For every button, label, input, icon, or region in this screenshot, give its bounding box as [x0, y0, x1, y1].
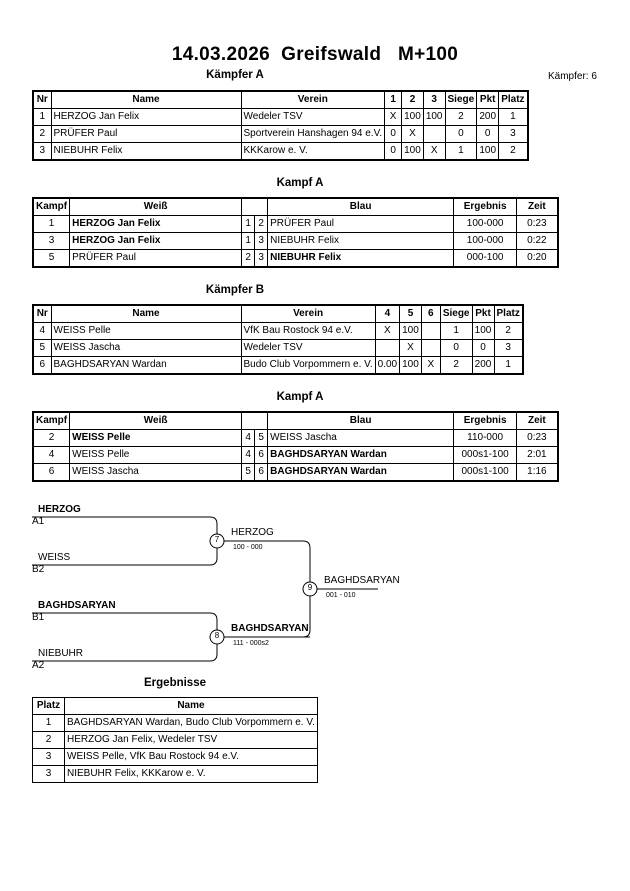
cell: 0 [476, 125, 500, 143]
table-row: 5 WEISS Jascha Wedeler TSV X 0 0 3 [32, 339, 524, 357]
match-7-winner: HERZOG [231, 527, 274, 538]
cell: 2:01 [516, 446, 559, 464]
match-8-number: 8 [214, 631, 220, 640]
cell: NIEBUHR Felix [50, 142, 242, 161]
table-header-row: Platz Name [32, 697, 318, 715]
bracket-seed-2: B2 [32, 564, 45, 575]
fights-b-table: Kampf Weiß Blau Ergebnis Zeit 2 WEISS Pe… [32, 411, 559, 482]
table-row: 3 NIEBUHR Felix KKKarow e. V. 0 100 X 1 … [32, 142, 529, 161]
table-row: 5 PRÜFER Paul 2 3 NIEBUHR Felix 000-100 … [32, 249, 559, 268]
group-a-heading: Kämpfer A [206, 69, 264, 81]
cell: 5 [32, 339, 52, 357]
cell: 0:22 [516, 232, 559, 250]
cell: 0.00 [374, 356, 401, 375]
cell: 3 [493, 339, 524, 357]
cell: X [420, 356, 441, 375]
fighter-count: Kämpfer: 6 [548, 71, 597, 82]
fights-b-heading: Kampf A [276, 391, 324, 403]
cell: 1 [32, 714, 65, 732]
cell: 6 [32, 463, 71, 482]
cell: 100 [476, 142, 500, 161]
cell: PRÜFER Paul [50, 125, 242, 143]
col-header: Platz [32, 697, 65, 715]
match-9-number: 9 [307, 583, 313, 592]
group-a-table: Nr Name Verein 1 2 3 Siege Pkt Platz 1 H… [32, 90, 529, 161]
cell: WEISS Jascha [50, 339, 242, 357]
group-b-table: Nr Name Verein 4 5 6 Siege Pkt Platz 4 W… [32, 304, 524, 375]
cell: 0 [384, 142, 403, 161]
col-header: 6 [420, 304, 441, 323]
cell: BAGHDSARYAN Wardan, Budo Club Vorpommern… [64, 714, 318, 732]
cell: Wedeler TSV [240, 339, 376, 357]
match-9-winner: BAGHDSARYAN [324, 575, 400, 586]
table-row: 2 PRÜFER Paul Sportverein Hanshagen 94 e… [32, 125, 529, 143]
page-title: 14.03.2026 Greifswald M+100 [171, 44, 459, 65]
match-9-score: 001 - 010 [326, 592, 356, 599]
cell: WEISS Pelle, VfK Bau Rostock 94 e.V. [64, 748, 318, 766]
table-row: 6 WEISS Jascha 5 6 BAGHDSARYAN Wardan 00… [32, 463, 559, 482]
table-row: 4 WEISS Pelle 4 6 BAGHDSARYAN Wardan 000… [32, 446, 559, 464]
cell: 200 [471, 356, 495, 375]
table-row: 1 HERZOG Jan Felix 1 2 PRÜFER Paul 100-0… [32, 215, 559, 233]
group-b-heading: Kämpfer B [205, 284, 265, 296]
bracket-seed-3: B1 [32, 612, 45, 623]
match-7-score: 100 - 000 [233, 544, 263, 551]
cell: KKKarow e. V. [240, 142, 386, 161]
cell: 3 [32, 765, 65, 783]
cell: 0 [444, 125, 478, 143]
cell: 0 [471, 339, 495, 357]
cell: 5 [32, 249, 71, 268]
cell: 3 [498, 125, 529, 143]
bracket-fighter-1: HERZOG [38, 504, 81, 515]
cell: 0:20 [516, 249, 559, 268]
cell: WEISS Pelle [69, 446, 243, 464]
bracket-fighter-2: WEISS [38, 552, 71, 563]
table-row: 1 HERZOG Jan Felix Wedeler TSV X 100 100… [32, 108, 529, 126]
cell: HERZOG Jan Felix, Wedeler TSV [64, 731, 318, 749]
fights-a-table: Kampf Weiß Blau Ergebnis Zeit 1 HERZOG J… [32, 197, 559, 268]
cell: 2 [498, 142, 529, 161]
cell: X [401, 125, 424, 143]
bracket-fighter-4: NIEBUHR [38, 648, 84, 659]
table-row: 3 WEISS Pelle, VfK Bau Rostock 94 e.V. [32, 748, 318, 766]
match-8-winner: BAGHDSARYAN [231, 623, 309, 634]
results-heading: Ergebnisse [144, 677, 206, 689]
cell: 2 [32, 731, 65, 749]
match-8-score: 111 - 000s2 [233, 640, 269, 647]
cell: PRÜFER Paul [69, 249, 243, 268]
table-header-row: Kampf Weiß Blau Ergebnis Zeit [32, 197, 559, 216]
table-row: 3 HERZOG Jan Felix 1 3 NIEBUHR Felix 100… [32, 232, 559, 250]
bracket-fighter-3: BAGHDSARYAN [38, 600, 116, 611]
cell: 4 [241, 446, 256, 464]
cell: 2 [439, 356, 473, 375]
cell: NIEBUHR Felix, KKKarow e. V. [64, 765, 318, 783]
cell: 1:16 [516, 463, 559, 482]
cell: 0 [384, 125, 403, 143]
table-row: 3 NIEBUHR Felix, KKKarow e. V. [32, 765, 318, 783]
cell: 1 [493, 356, 524, 375]
results-table: Platz Name 1 BAGHDSARYAN Wardan, Budo Cl… [32, 697, 318, 783]
bracket-seed-4: A2 [32, 660, 45, 671]
cell: Budo Club Vorpommern e. V. [240, 356, 376, 375]
table-row: 1 BAGHDSARYAN Wardan, Budo Club Vorpomme… [32, 714, 318, 732]
cell: 000s1-100 [453, 446, 518, 464]
match-7-number: 7 [214, 535, 220, 544]
cell [374, 339, 401, 357]
table-row: 2 HERZOG Jan Felix, Wedeler TSV [32, 731, 318, 749]
cell [420, 339, 441, 357]
col-header: Name [64, 697, 318, 715]
cell: BAGHDSARYAN Wardan [50, 356, 242, 375]
table-row: 6 BAGHDSARYAN Wardan Budo Club Vorpommer… [32, 356, 524, 375]
cell: 1 [498, 108, 529, 126]
fights-a-heading: Kampf A [276, 177, 324, 189]
bracket-seed-1: A1 [32, 516, 45, 527]
cell: 3 [32, 748, 65, 766]
